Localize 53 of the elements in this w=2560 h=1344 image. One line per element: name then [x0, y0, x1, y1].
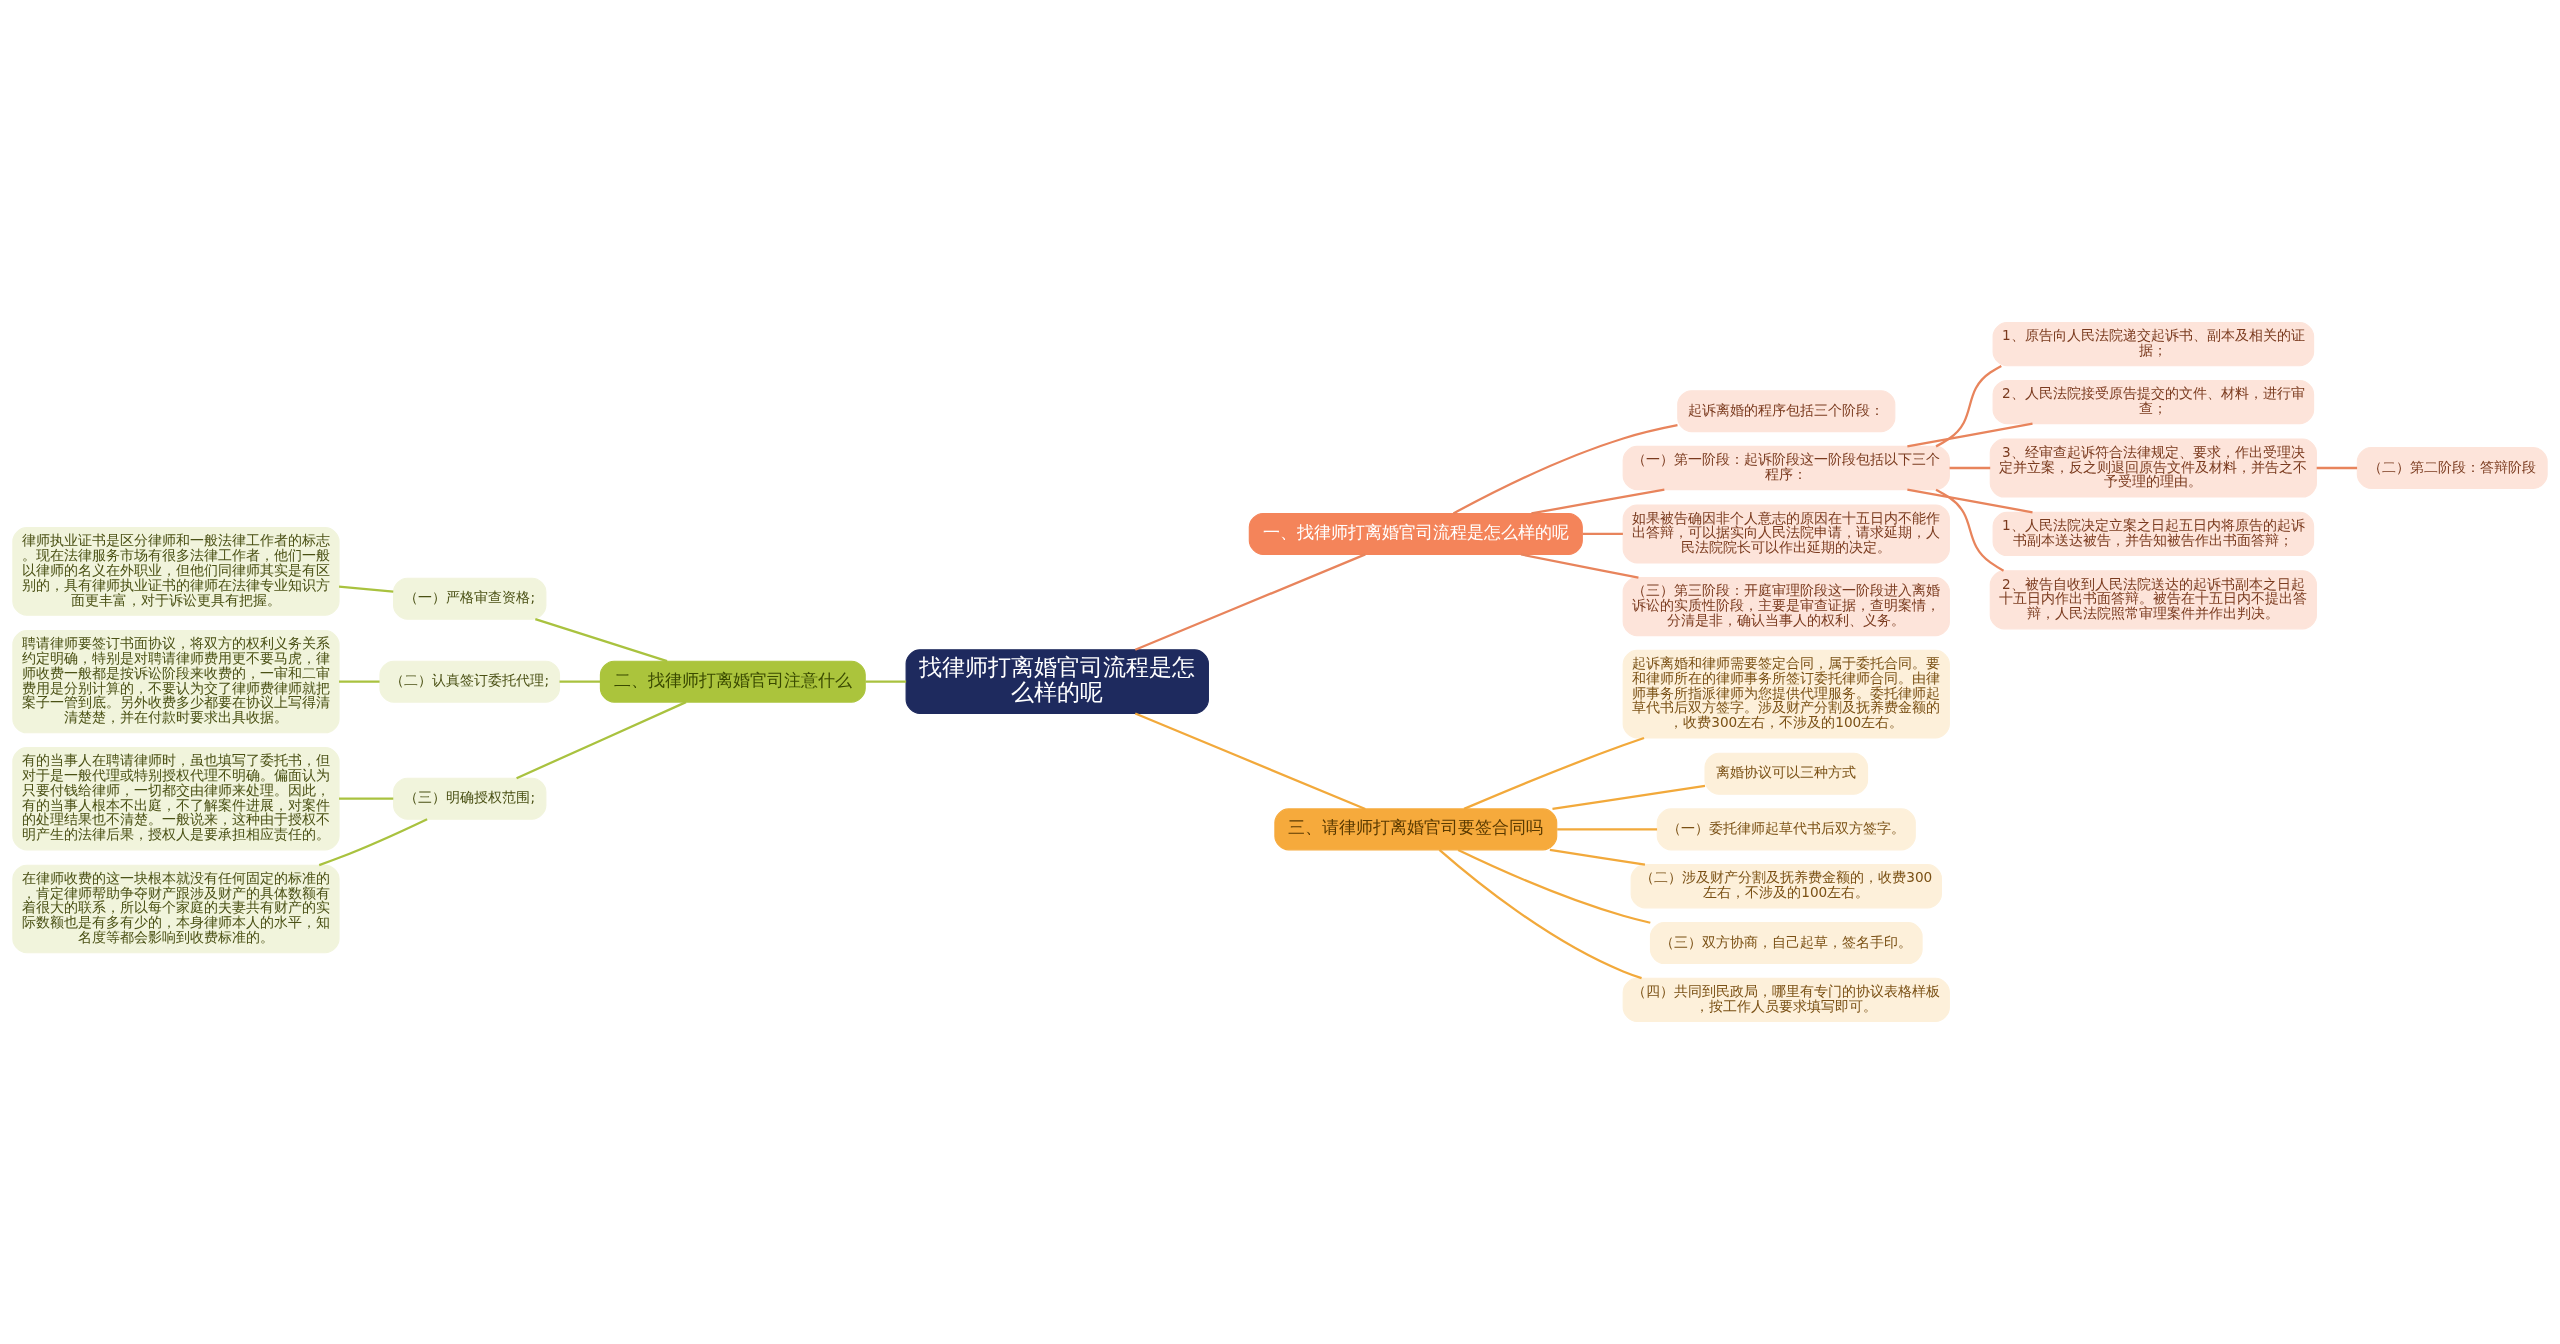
- node-box: （二）认真签订委托代理;: [379, 660, 561, 703]
- connector: [1907, 422, 2033, 448]
- connector: [338, 585, 394, 593]
- node-box: 3、经审查起诉符合法律规定、要求，作出受理决定并立案，反之则退回原告文件及材料，并告之不予受理的理由。: [1989, 438, 2317, 498]
- node-box: （一）委托律师起草代书后双方签字。: [1656, 808, 1916, 851]
- connector: [1457, 848, 1651, 924]
- connector: [318, 818, 428, 867]
- node-box: （四）共同到民政局，哪里有专门的协议表格样板，按工作人员要求填写即可。: [1622, 977, 1950, 1023]
- connector: [1531, 488, 1665, 515]
- node-box: 起诉离婚和律师需要签定合同，属于委托合同。要和律师所在的律师事务所签订委托律师合同。由律师事务所指派律师为您提供代理服务。委托律师起草代书后双方签字。涉及财产分割及抚养费金额的，收费300左右，不涉及的100左右。: [1622, 649, 1950, 739]
- node-box: （二）涉及财产分割及抚养费金额的，收费300左右，不涉及的100左右。: [1630, 864, 1942, 909]
- connector: [535, 618, 668, 663]
- node-box: 如果被告确因非个人意志的原因在十五日内不能作出答辩，可以据实向人民法院申请，请求延期，人民法院院长可以作出延期的决定。: [1622, 504, 1950, 564]
- node-box: 一、找律师打离婚官司流程是怎么样的呢: [1248, 512, 1583, 555]
- connector: [339, 680, 380, 683]
- connector: [1935, 364, 2002, 448]
- node-box: （三）双方协商，自己起草，签名手印。: [1649, 922, 1923, 965]
- connector: [339, 797, 394, 800]
- connector: [1949, 466, 1991, 470]
- node-box: 找律师打离婚官司流程是怎么样的呢: [905, 649, 1209, 715]
- connector: [1134, 712, 1366, 810]
- connector: [1552, 784, 1706, 811]
- node-box: 1、人民法院决定立案之日起五日内将原告的起诉书副本送达被告，并告知被告作出书面答辩；: [1992, 511, 2315, 557]
- node-box: （三）明确授权范围;: [393, 777, 547, 820]
- connector: [1582, 532, 1623, 536]
- node-box: 三、请律师打离婚官司要签合同吗: [1274, 808, 1558, 851]
- node-box: 有的当事人在聘请律师时，虽也填写了委托书，但对于是一般代理或特别授权代理不明确。偏面认为只要付钱给律师，一切都交由律师来处理。因此，有的当事人根本不出庭，不了解案件进展，对案件的处理结果也不清楚。一般说来，这种由于授权不明产生的法律后果，授权人是要承担相应责任的。: [12, 747, 340, 851]
- connector: [1907, 488, 2033, 514]
- connector: [559, 680, 601, 683]
- connector: [1520, 553, 1639, 579]
- connector: [1549, 848, 1646, 866]
- node-box: 律师执业证书是区分律师和一般法律工作者的标志。现在法律服务市场有很多法律工作者，他们一般以律师的名义在外职业，但他们同律师其实是有区别的，具有律师执业证书的律师在法律专业知识方面更丰富，对于诉讼更具有把握。: [12, 527, 340, 616]
- node-box: （三）第三阶段：开庭审理阶段这一阶段进入离婚诉讼的实质性阶段，主要是审查证据，查明案情，分清是非，确认当事人的权利、义务。: [1622, 577, 1950, 637]
- node-box: 起诉离婚的程序包括三个阶段：: [1677, 390, 1896, 433]
- node-box: （二）第二阶段：答辩阶段: [2356, 447, 2548, 490]
- connector: [1557, 828, 1658, 831]
- node-box: 聘请律师要签订书面协议，将双方的权利义务关系约定明确，特别是对聘请律师费用更不要马虎，律师收费一般都是按诉讼阶段来收费的，一审和二审费用是分别计算的，不要认为交了律师费律师就把案子一管到底。另外收费多少都要在协议上写得清清楚楚，并在付款时要求出具收据。: [12, 629, 340, 734]
- node-box: （一）第一阶段：起诉阶段这一阶段包括以下三个程序：: [1622, 445, 1950, 491]
- connector: [516, 701, 687, 780]
- node-box: 离婚协议可以三种方式: [1704, 752, 1869, 795]
- node-box: 2、被告自收到人民法院送达的起诉书副本之日起十五日内作出书面答辩。被告在十五日内不提出答辩，人民法院照常审理案件并作出判决。: [1989, 570, 2317, 630]
- connector: [1463, 736, 1645, 810]
- connector: [1438, 849, 1642, 980]
- node-box: 2、人民法院接受原告提交的文件、材料，进行审查；: [1992, 379, 2315, 425]
- node-box: （一）严格审查资格;: [393, 577, 547, 620]
- connector: [2316, 466, 2358, 470]
- node-box: 1、原告向人民法院递交起诉书、副本及相关的证据；: [1992, 322, 2315, 367]
- node-box: 二、找律师打离婚官司注意什么: [599, 660, 866, 703]
- connector: [1134, 553, 1366, 651]
- connector: [1452, 424, 1678, 515]
- connector: [1935, 488, 2005, 572]
- connector: [865, 680, 907, 683]
- node-box: 在律师收费的这一块根本就没有任何固定的标准的，肯定律师帮助争夺财产跟涉及财产的具体数额有着很大的联系，所以每个家庭的夫妻共有财产的实际数额也是有多有少的，本身律师本人的水平，知名度等都会影响到收费标准的。: [12, 864, 340, 954]
